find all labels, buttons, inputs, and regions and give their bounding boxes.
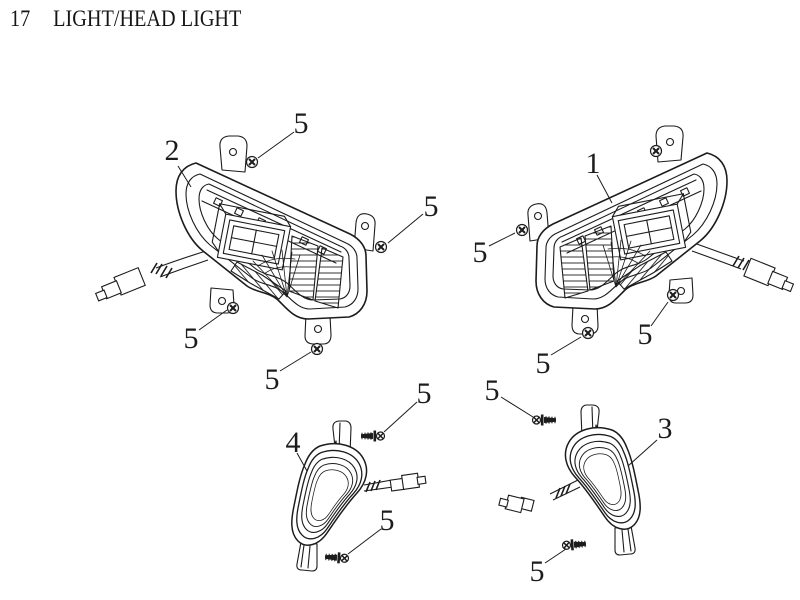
callout-part-5: 5 bbox=[473, 236, 488, 269]
part5-screw bbox=[226, 301, 240, 315]
leader-line bbox=[627, 439, 658, 467]
headlight-assembly-right bbox=[527, 125, 728, 335]
plug-connector bbox=[389, 472, 427, 492]
plug-connector bbox=[498, 494, 535, 514]
part5-screw bbox=[323, 550, 350, 565]
leader-line bbox=[488, 232, 516, 247]
callout-part-5: 5 bbox=[294, 107, 309, 140]
leader-line bbox=[347, 528, 382, 555]
callout-part-5: 5 bbox=[380, 504, 395, 537]
section-title: LIGHT/HEAD LIGHT bbox=[53, 6, 242, 31]
callout-part-5: 5 bbox=[424, 190, 439, 223]
leader-line bbox=[198, 309, 228, 331]
part5-screw bbox=[310, 342, 324, 356]
callout-part-4: 4 bbox=[286, 426, 301, 459]
callout-part-5: 5 bbox=[530, 555, 545, 588]
leader-line bbox=[550, 336, 582, 356]
wire-connector-headlight-right bbox=[691, 242, 795, 293]
callout-part-5: 5 bbox=[485, 374, 500, 407]
plug-connector bbox=[94, 266, 146, 302]
leader-line bbox=[177, 165, 192, 188]
part5-screw bbox=[360, 429, 386, 443]
callout-part-1: 1 bbox=[586, 147, 601, 180]
callout-part-3: 3 bbox=[658, 412, 673, 445]
part5-screw bbox=[245, 155, 259, 169]
headlight-assembly-left bbox=[175, 135, 376, 345]
callout-labels: 2 5 5 5 5 1 5 5 5 4 5 5 3 5 5 bbox=[165, 107, 673, 588]
part5-screw bbox=[666, 288, 680, 302]
callout-part-2: 2 bbox=[165, 134, 180, 167]
leader-line bbox=[650, 301, 669, 327]
leader-line bbox=[383, 401, 418, 433]
callout-part-5: 5 bbox=[417, 377, 432, 410]
part5-screw bbox=[649, 144, 663, 158]
leader-line bbox=[387, 213, 424, 244]
leader-line bbox=[544, 548, 567, 564]
part5-screw bbox=[581, 326, 595, 340]
leader-line bbox=[500, 396, 534, 418]
callout-part-5: 5 bbox=[184, 322, 199, 355]
callout-part-5: 5 bbox=[265, 363, 280, 396]
wire-connector-lamp-left bbox=[363, 472, 427, 493]
leader-line bbox=[279, 351, 312, 372]
leader-line bbox=[257, 131, 295, 159]
callout-part-5: 5 bbox=[536, 347, 551, 380]
plug-connector bbox=[743, 257, 795, 293]
part5-screw bbox=[515, 223, 529, 237]
leader-line bbox=[296, 452, 308, 472]
section-number: 17 bbox=[10, 6, 31, 31]
part5-screw bbox=[531, 413, 557, 427]
callout-part-5: 5 bbox=[638, 318, 653, 351]
leader-line bbox=[596, 174, 613, 204]
wire-connector-lamp-right bbox=[498, 479, 581, 514]
page-title: 17 LIGHT/HEAD LIGHT bbox=[10, 6, 241, 32]
position-lamp-right bbox=[565, 405, 640, 555]
leader-lines bbox=[177, 131, 669, 564]
wire-connector-headlight-left bbox=[94, 250, 209, 302]
part5-screw bbox=[374, 240, 388, 254]
